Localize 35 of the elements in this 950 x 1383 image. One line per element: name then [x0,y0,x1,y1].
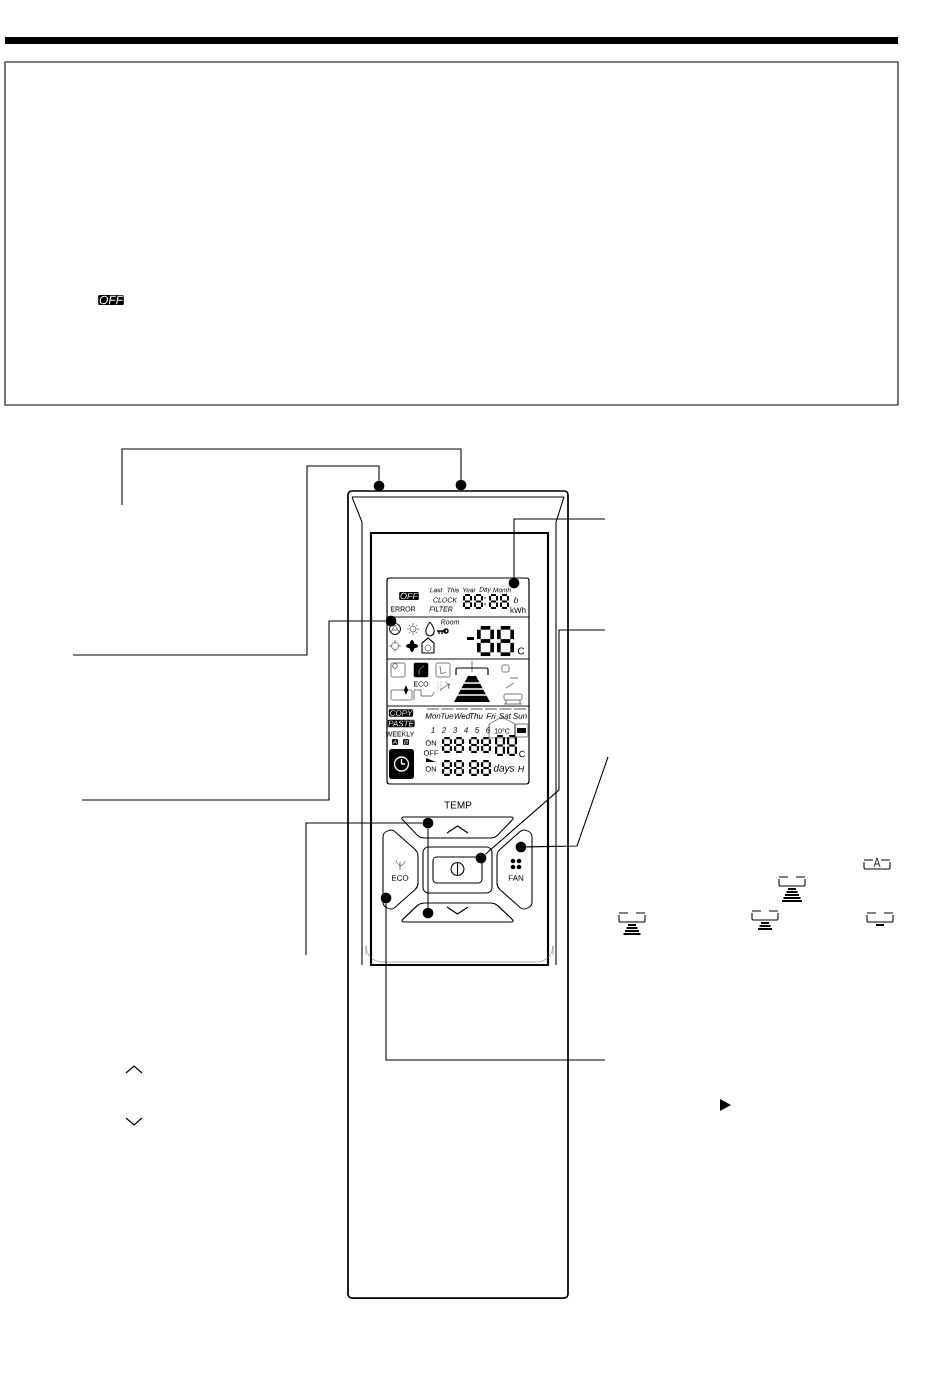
off-badge: OFF [98,294,124,306]
day-label: Fri [486,713,496,719]
lcd-label: kWh [510,607,526,613]
program-number: 5 [474,727,480,733]
leader-line [484,629,606,855]
copy-badge: COPY [388,709,414,717]
button-label: TEMP [444,801,472,809]
day-label: Sat [499,713,512,719]
button-label: ECO [392,875,409,881]
program-number: 1 [431,727,435,733]
leader-line [513,518,606,578]
program-number: 3 [452,727,458,733]
lcd-label: C [519,750,525,758]
lcd-label: H [518,765,525,773]
day-label: Wed [454,713,471,719]
button-label: FAN [508,875,524,881]
off-badge: OFF [399,592,419,600]
program-number: 4 [463,727,468,733]
day-label: Mon [425,713,441,719]
lcd-label: b [513,597,518,603]
leader-line [121,448,462,506]
lcd-label: C [517,647,525,655]
day-label: Sun [513,713,527,719]
leader-line [427,828,429,908]
paste-badge: PASTE [387,719,415,728]
leader-line [526,756,609,848]
program-number: 2 [441,727,447,733]
leader-line [385,903,606,1061]
day-label: Tue [441,713,454,719]
lcd-label: days [493,764,515,774]
leader-line [72,465,380,656]
leader-line [305,822,423,956]
leader-line [81,620,386,801]
program-number: 6 [486,727,491,733]
day-label: Thu [469,713,483,719]
